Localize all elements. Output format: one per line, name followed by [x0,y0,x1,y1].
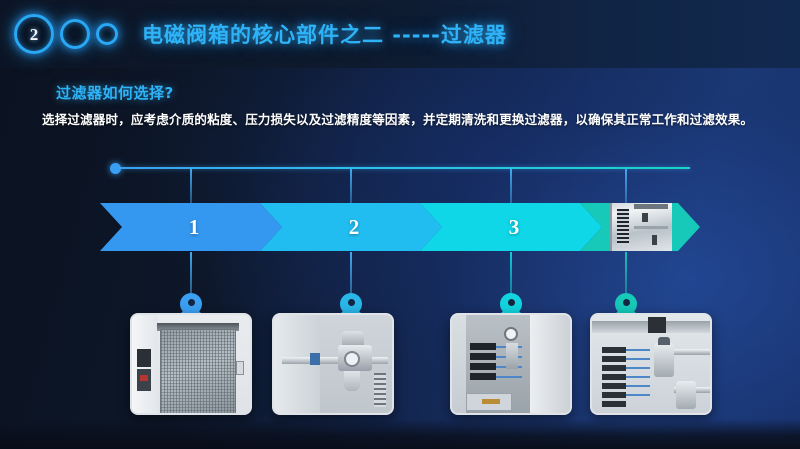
photo-card-2[interactable] [272,313,394,415]
photo-card-1[interactable] [130,313,252,415]
connector-line-top-2 [350,168,352,206]
header-ring-group: 2 [0,0,120,68]
connector-line-top-3 [510,168,512,206]
connector-line-top-4 [625,168,627,206]
connector-line-bottom-2 [350,252,352,302]
photo-filter-cabinet-mesh-panel [132,315,250,413]
section-subheading: 过滤器如何选择? [56,84,174,102]
section-paragraph: 选择过滤器时，应考虑介质的粘度、压力损失以及过滤精度等因素，并定期清洗和更换过滤… [42,112,754,127]
timeline-chevron-band: 1 2 3 [100,203,700,251]
timeline-step-4-thumbnail [610,203,672,251]
timeline-rail [118,167,690,169]
header-badge-number: 2 [29,24,39,44]
photo-card-4[interactable] [590,313,712,415]
photo-open-cabinet-manifold [452,315,570,413]
map-pin-2[interactable] [340,293,362,323]
slide-header: 2 电磁阀箱的核心部件之二 -----过滤器 [0,0,800,68]
timeline-step-1-label: 1 [188,214,200,239]
timeline-step-1[interactable]: 1 [100,203,282,251]
timeline-step-2-label: 2 [348,214,360,239]
page-title: 电磁阀箱的核心部件之二 -----过滤器 [142,23,507,47]
ring-tertiary [96,23,118,45]
map-pin-3[interactable] [500,293,522,323]
photo-wide-manifold-regulators [592,315,710,413]
connector-line-bottom-1 [190,252,192,302]
photo-card-3[interactable] [450,313,572,415]
timeline-step-3[interactable]: 3 [420,203,602,251]
connector-line-bottom-4 [625,252,627,302]
ring-primary: 2 [14,14,54,54]
ring-secondary [60,19,90,49]
rail-start-dot [110,163,121,174]
photo-valve-regulator-assembly [274,315,392,413]
timeline-step-3-label: 3 [508,214,520,239]
map-pin-1[interactable] [180,293,202,323]
timeline-step-2[interactable]: 2 [260,203,442,251]
connector-line-bottom-3 [510,252,512,302]
map-pin-4[interactable] [615,293,637,323]
connector-line-top-1 [190,168,192,206]
